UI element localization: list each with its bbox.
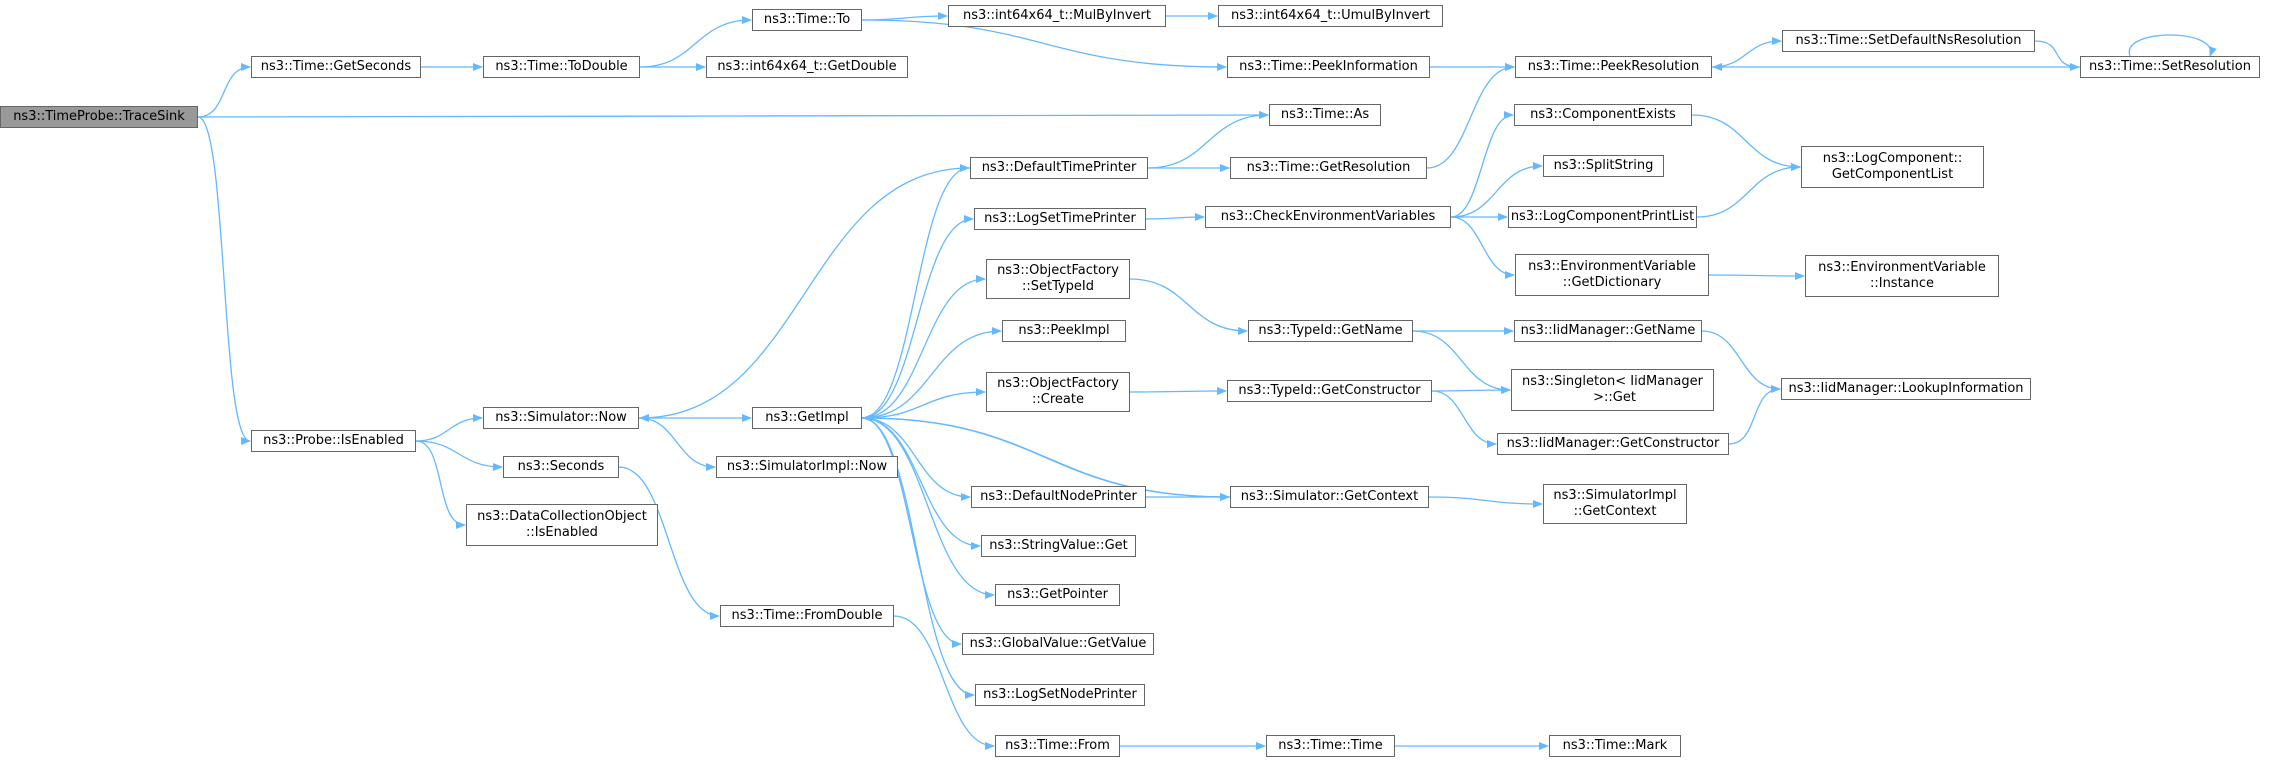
node-time-as[interactable]: ns3::Time::As: [1269, 104, 1381, 126]
call-edge-tracesink-to-getseconds: [197, 63, 251, 118]
node-timeprobe-tracesink[interactable]: ns3::TimeProbe::TraceSink: [0, 106, 198, 128]
call-edge-iidgetname-to-lookupinformation: [1701, 330, 1781, 393]
node-time-mark[interactable]: ns3::Time::Mark: [1549, 735, 1681, 757]
node-singleton-iidmanager-get[interactable]: ns3::Singleton< IidManager >::Get: [1511, 369, 1714, 411]
call-edge-checkenv-to-envgetdictionary: [1450, 216, 1515, 279]
call-edge-setresolution-to-setresolution: [2128, 34, 2217, 57]
call-edge-getimpl-to-peekimpl: [861, 327, 1002, 419]
call-edge-envgetdictionary-to-envinstance: [1708, 271, 1805, 280]
call-edge-tracesink-to-as: [197, 111, 1269, 120]
call-edge-componentexists-to-getcomponentlist: [1691, 114, 1801, 171]
node-simulator-now[interactable]: ns3::Simulator::Now: [483, 407, 639, 429]
call-edge-logsettimeprinter-to-checkenv: [1145, 213, 1205, 222]
call-edge-to-to-peekinformation: [861, 19, 1227, 71]
call-edge-tracesink-to-probeisenabled: [197, 116, 251, 445]
node-typeid-getconstructor[interactable]: ns3::TypeId::GetConstructor: [1227, 380, 1432, 402]
node-time-setdefaultnsresolution[interactable]: ns3::Time::SetDefaultNsResolution: [1782, 30, 2035, 52]
call-edge-probeisenabled-to-simnow: [415, 414, 483, 442]
node-int64x64-getdouble[interactable]: ns3::int64x64_t::GetDouble: [706, 56, 908, 78]
call-edge-getresolution-to-peekresolution: [1426, 63, 1515, 169]
call-edge-simnow-to-simimplnow: [638, 417, 716, 471]
node-componentexists[interactable]: ns3::ComponentExists: [1514, 104, 1692, 126]
node-probe-isenabled[interactable]: ns3::Probe::IsEnabled: [251, 430, 416, 452]
node-iidmanager-getname[interactable]: ns3::IidManager::GetName: [1514, 320, 1702, 342]
node-logcomponentprintlist[interactable]: ns3::LogComponentPrintList: [1508, 206, 1697, 228]
call-edge-getimpl-to-settypeid: [861, 275, 986, 419]
call-edge-peekresolution-to-setdefaultns: [1711, 37, 1782, 68]
node-logsettimeprinter[interactable]: ns3::LogSetTimePrinter: [974, 208, 1146, 230]
node-globalvalue-getvalue[interactable]: ns3::GlobalValue::GetValue: [962, 633, 1154, 655]
call-edge-getimpl-to-logsettimeprinter: [861, 215, 974, 419]
node-logcomponent-getcomponentlist[interactable]: ns3::LogComponent:: GetComponentList: [1801, 146, 1984, 188]
node-iidmanager-lookupinformation[interactable]: ns3::IidManager::LookupInformation: [1781, 378, 2031, 400]
call-edge-simgetcontext-to-getimpl: [862, 414, 1231, 498]
node-time-setresolution[interactable]: ns3::Time::SetResolution: [2080, 56, 2260, 78]
call-edge-fromdouble-to-from: [893, 615, 995, 750]
node-time-peekresolution[interactable]: ns3::Time::PeekResolution: [1515, 56, 1712, 78]
node-objectfactory-create[interactable]: ns3::ObjectFactory ::Create: [986, 372, 1130, 412]
call-edge-ofcreate-to-getconstructor: [1129, 387, 1227, 396]
call-edge-getimpl-to-getpointer: [861, 417, 995, 599]
node-typeid-getname[interactable]: ns3::TypeId::GetName: [1248, 320, 1413, 342]
call-edge-logcomponentprintlist-to-getcomponentlist: [1696, 163, 1801, 218]
node-seconds[interactable]: ns3::Seconds: [503, 456, 619, 478]
node-peekimpl[interactable]: ns3::PeekImpl: [1002, 320, 1126, 342]
call-edge-checkenv-to-splitstring: [1450, 162, 1543, 218]
call-edge-settypeid-to-typeidgetname: [1129, 278, 1248, 335]
call-edge-seconds-to-fromdouble: [618, 466, 720, 620]
node-time-todouble[interactable]: ns3::Time::ToDouble: [483, 56, 640, 78]
node-int64x64-umulbyinvert[interactable]: ns3::int64x64_t::UmulByInvert: [1218, 5, 1443, 27]
node-defaulttimeprinter[interactable]: ns3::DefaultTimePrinter: [970, 157, 1148, 179]
node-getpointer[interactable]: ns3::GetPointer: [995, 584, 1120, 606]
call-edge-getimpl-to-stringvalueget: [861, 417, 981, 550]
call-edge-getimpl-to-logsetnodeprinter: [861, 417, 975, 699]
node-iidmanager-getconstructor[interactable]: ns3::IidManager::GetConstructor: [1497, 433, 1729, 455]
call-edge-getconstructor-to-iidgetconstructor: [1431, 390, 1497, 448]
node-simulatorimpl-getcontext[interactable]: ns3::SimulatorImpl ::GetContext: [1543, 484, 1687, 524]
call-edge-defaulttimeprinter-to-simnow: [639, 167, 971, 422]
call-edge-simgetcontext-to-simimplgetcontext: [1428, 496, 1543, 508]
call-edge-to-to-mulbyinvert: [861, 12, 948, 21]
node-time-getseconds[interactable]: ns3::Time::GetSeconds: [251, 56, 421, 78]
node-defaultnodeprinter[interactable]: ns3::DefaultNodePrinter: [971, 486, 1146, 508]
node-environmentvariable-getdictionary[interactable]: ns3::EnvironmentVariable ::GetDictionary: [1515, 254, 1709, 296]
call-edge-getimpl-to-ofcreate: [861, 388, 986, 419]
call-edge-typeidgetname-to-singletonget: [1412, 330, 1511, 394]
node-time-fromdouble[interactable]: ns3::Time::FromDouble: [720, 605, 894, 627]
call-edge-checkenv-to-componentexists: [1450, 111, 1514, 218]
node-datacollectionobject-isenabled[interactable]: ns3::DataCollectionObject ::IsEnabled: [466, 504, 658, 546]
node-getimpl[interactable]: ns3::GetImpl: [752, 407, 862, 429]
call-edge-defaulttimeprinter-to-as: [1147, 111, 1269, 169]
node-environmentvariable-instance[interactable]: ns3::EnvironmentVariable ::Instance: [1805, 255, 1999, 297]
node-splitstring[interactable]: ns3::SplitString: [1543, 155, 1664, 177]
call-edge-probeisenabled-to-dcoisenabled: [415, 440, 466, 529]
call-edge-iidgetconstructor-to-lookupinformation: [1728, 385, 1781, 445]
call-edges: [197, 12, 2217, 750]
node-logsetnodeprinter[interactable]: ns3::LogSetNodePrinter: [975, 684, 1145, 706]
node-int64x64-mulbyinvert[interactable]: ns3::int64x64_t::MulByInvert: [948, 5, 1166, 27]
node-time-to[interactable]: ns3::Time::To: [752, 9, 862, 31]
call-edge-getimpl-to-defaultnodeprinter: [861, 417, 971, 501]
node-simulator-getcontext[interactable]: ns3::Simulator::GetContext: [1230, 486, 1429, 508]
node-stringvalue-get[interactable]: ns3::StringValue::Get: [981, 535, 1136, 557]
node-time-time[interactable]: ns3::Time::Time: [1266, 735, 1395, 757]
node-time-getresolution[interactable]: ns3::Time::GetResolution: [1230, 157, 1427, 179]
call-edge-setdefaultns-to-setresolution: [2034, 40, 2080, 71]
call-edge-probeisenabled-to-seconds: [415, 440, 503, 471]
call-edge-todouble-to-to: [639, 16, 752, 68]
call-edge-getimpl-to-defaulttimeprinter: [861, 164, 970, 419]
node-simulatorimpl-now[interactable]: ns3::SimulatorImpl::Now: [716, 456, 898, 478]
node-time-peekinformation[interactable]: ns3::Time::PeekInformation: [1227, 56, 1430, 78]
call-edge-getconstructor-to-singletonget: [1431, 386, 1511, 395]
node-checkenvironmentvariables[interactable]: ns3::CheckEnvironmentVariables: [1205, 206, 1451, 228]
node-time-from[interactable]: ns3::Time::From: [995, 735, 1120, 757]
node-objectfactory-settypeid[interactable]: ns3::ObjectFactory ::SetTypeId: [986, 259, 1130, 299]
